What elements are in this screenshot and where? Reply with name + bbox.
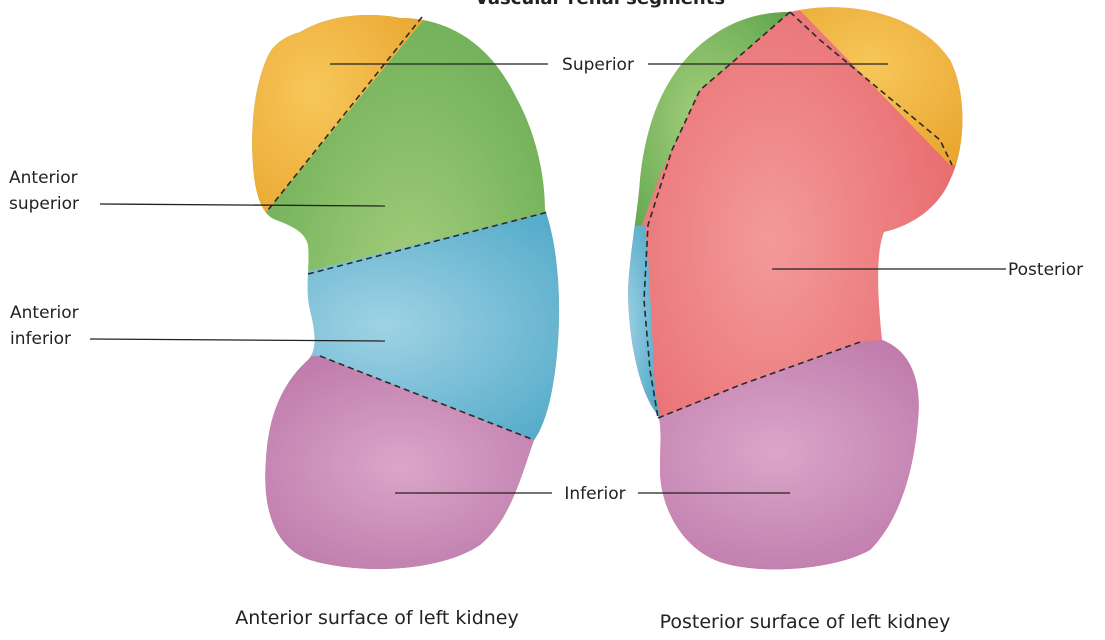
label-posterior: Posterior [1008,260,1083,280]
right-kidney-posterior [600,0,990,600]
label-inferior: Inferior [564,484,625,504]
label-anterior-superior-line2: superior [9,194,79,214]
left-kidney-anterior [240,0,600,600]
label-anterior-inferior-line1: Anterior [10,303,79,323]
label-anterior-inferior-line2: inferior [10,329,71,349]
label-superior: Superior [562,55,634,75]
label-anterior-superior-line1: Anterior [9,168,78,188]
figure-title: Vascular renal segments [475,0,725,9]
caption-anterior-surface: Anterior surface of left kidney [235,607,519,629]
caption-posterior-surface: Posterior surface of left kidney [660,611,951,633]
